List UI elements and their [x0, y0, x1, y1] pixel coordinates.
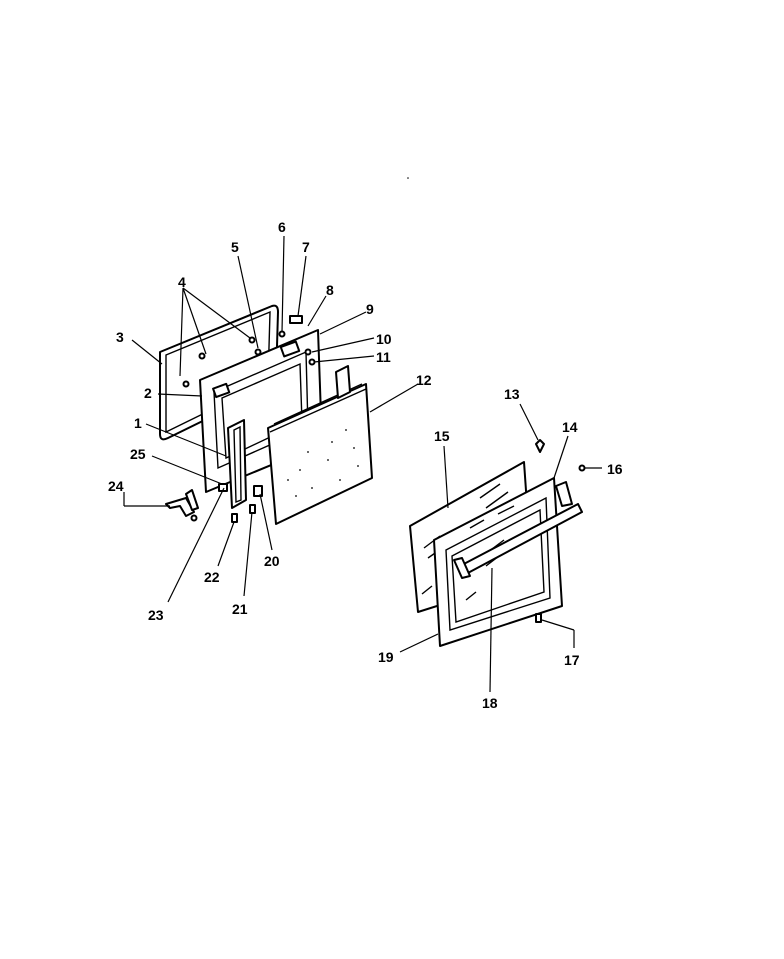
leader-18 [489, 567, 493, 693]
callout-6: 6 [278, 219, 286, 235]
callout-7: 7 [302, 239, 310, 255]
callout-3: 3 [116, 329, 124, 345]
leader-4a [179, 287, 184, 377]
leader-6 [281, 235, 285, 333]
callout-17: 17 [564, 652, 580, 668]
part-13-screw [535, 439, 545, 453]
leader-12 [369, 383, 419, 413]
part-17-screw [535, 613, 542, 623]
leader-25 [151, 455, 223, 485]
part-7-clip [289, 315, 303, 324]
callout-2: 2 [144, 385, 152, 401]
leader-23 [167, 487, 225, 603]
callout-1: 1 [134, 415, 142, 431]
part-1-side-rail [227, 419, 247, 509]
callout-9: 9 [366, 301, 374, 317]
callout-25: 25 [130, 446, 146, 462]
part-19-glass-frame [433, 477, 563, 647]
part-6-screw [278, 330, 286, 338]
callout-labels: 4 5 6 7 8 9 10 11 3 2 1 25 24 12 23 22 2… [108, 219, 623, 711]
callout-5: 5 [231, 239, 239, 255]
leader-20 [259, 493, 273, 551]
callout-14: 14 [562, 419, 578, 435]
callout-24: 24 [108, 478, 124, 494]
leader-8 [307, 295, 327, 327]
leader-13 [519, 403, 539, 441]
callout-21: 21 [232, 601, 248, 617]
leader-15 [443, 445, 449, 509]
leader-10 [311, 337, 375, 353]
callout-18: 18 [482, 695, 498, 711]
part-12-outer-panel [267, 365, 373, 525]
leader-3 [131, 339, 163, 365]
scan-speck [407, 177, 409, 179]
callout-22: 22 [204, 569, 220, 585]
leader-9 [319, 311, 367, 335]
leader-11 [313, 355, 375, 363]
part-5-screw [254, 348, 262, 356]
leader-5 [237, 255, 259, 349]
leader-19 [399, 633, 439, 653]
part-4-screws [182, 336, 256, 388]
callout-4: 4 [178, 274, 186, 290]
callout-11: 11 [376, 349, 391, 365]
callout-15: 15 [434, 428, 450, 444]
leader-7 [297, 255, 307, 317]
part-21-screw [249, 504, 256, 514]
part-22-screw [231, 513, 238, 523]
part-14-handle [453, 481, 583, 579]
leader-2 [157, 393, 203, 397]
leader-4c [182, 287, 251, 339]
callout-20: 20 [264, 553, 280, 569]
part-24-hinge [165, 489, 199, 522]
callout-8: 8 [326, 282, 334, 298]
part-20-bracket [253, 485, 263, 497]
leader-lines [123, 235, 575, 693]
leader-4b [182, 287, 207, 355]
callout-12: 12 [416, 372, 432, 388]
leader-17 [541, 619, 575, 631]
callout-19: 19 [378, 649, 394, 665]
leader-22 [217, 521, 235, 567]
callout-23: 23 [148, 607, 164, 623]
callout-13: 13 [504, 386, 520, 402]
part-16-screw [578, 464, 602, 472]
leader-1 [145, 423, 227, 457]
leader-14 [553, 435, 569, 479]
leader-21 [243, 511, 253, 597]
callout-10: 10 [376, 331, 392, 347]
callout-16: 16 [607, 461, 623, 477]
